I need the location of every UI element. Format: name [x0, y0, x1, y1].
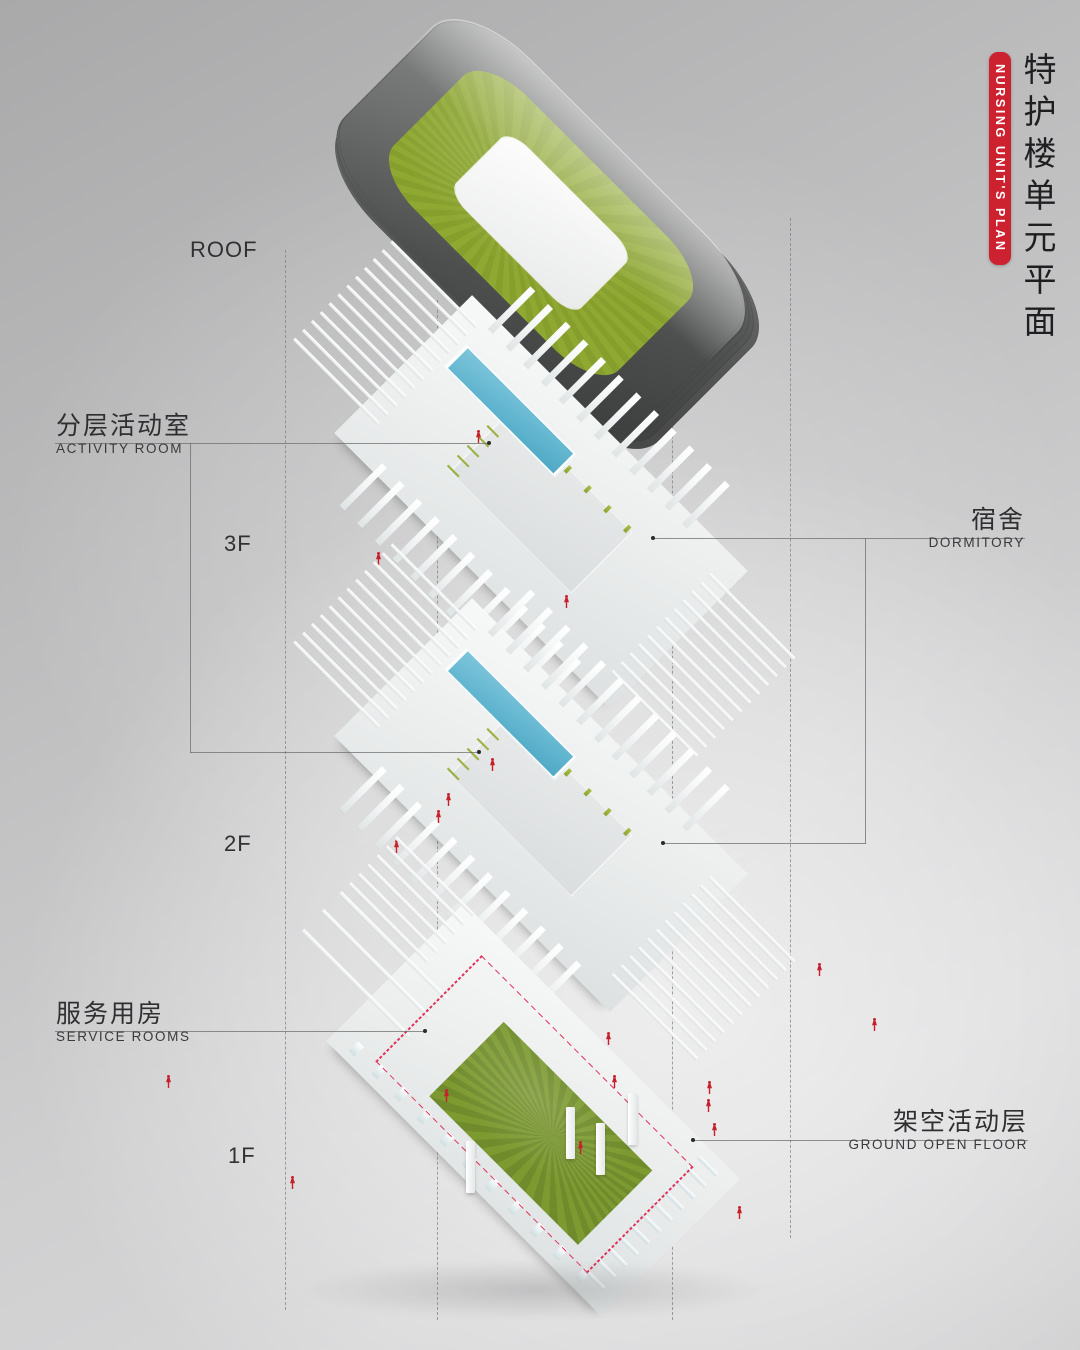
leader-dot-dormitory-2f: [661, 841, 665, 845]
annotation-dormitory: 宿舍 DORMITORY: [929, 506, 1025, 553]
annotation-ground-open-floor-cn: 架空活动层: [892, 1107, 1028, 1136]
figure: [476, 430, 481, 443]
annotation-dormitory-cn: 宿舍: [970, 505, 1025, 534]
annotation-activity-room-cn: 分层活动室: [56, 411, 192, 440]
column: [466, 1141, 475, 1193]
page-title: 特护楼单元平面: [1018, 52, 1057, 346]
floor-tag-roof: ROOF: [190, 237, 258, 262]
figure: [872, 1018, 877, 1031]
floor-tag-1f: 1F: [228, 1143, 256, 1168]
leader-dot-activity-2f: [477, 750, 481, 754]
alignment-guide-3: [672, 250, 673, 1320]
alignment-guide-1: [285, 250, 286, 1310]
figure: [446, 793, 451, 806]
annotation-activity-room-en: ACTIVITY ROOM: [56, 441, 184, 456]
annotation-service-rooms: 服务用房 SERVICE ROOMS: [56, 1000, 191, 1047]
figure: [166, 1075, 171, 1088]
leader-dot-ground: [691, 1138, 695, 1142]
leader-dot-activity-3f: [487, 441, 491, 445]
annotation-service-rooms-cn: 服务用房: [56, 999, 165, 1028]
figure: [606, 1032, 611, 1045]
annotation-service-rooms-en: SERVICE ROOMS: [56, 1029, 191, 1044]
leader-dormitory-2f: [664, 843, 866, 844]
leader-dot-dormitory-3f: [651, 536, 655, 540]
leader-dormitory-underline: [653, 538, 1025, 539]
title-badge-text: NURSING UNIT'S PLAN: [993, 64, 1007, 253]
figure: [436, 810, 441, 823]
figure: [490, 758, 495, 771]
annotation-dormitory-en: DORMITORY: [928, 535, 1025, 550]
figure: [290, 1176, 295, 1189]
figure: [712, 1123, 717, 1136]
annotation-ground-open-floor-en: GROUND OPEN FLOOR: [848, 1137, 1028, 1152]
alignment-guide-4: [790, 218, 791, 1238]
leader-ground-underline: [693, 1140, 1028, 1141]
column: [566, 1107, 575, 1159]
column: [596, 1123, 605, 1175]
column: [628, 1093, 637, 1145]
figure: [706, 1099, 711, 1112]
floor-tag-3f: 3F: [224, 531, 252, 556]
figure: [578, 1141, 583, 1154]
title-badge: NURSING UNIT'S PLAN: [988, 52, 1011, 265]
figure: [612, 1075, 617, 1088]
annotation-activity-room: 分层活动室 ACTIVITY ROOM: [56, 412, 191, 459]
figure: [444, 1089, 449, 1102]
leader-activity-2f: [190, 752, 480, 753]
level-3f: [268, 240, 813, 758]
title-block: NURSING UNIT'S PLAN 特护楼单元平面: [988, 52, 1057, 346]
figure: [707, 1081, 712, 1094]
leader-activity-underline: [55, 443, 490, 444]
floor-tag-2f: 2F: [224, 831, 252, 856]
level-1f: [260, 835, 805, 1322]
leader-activity-drop: [190, 443, 191, 753]
leader-dot-service: [423, 1029, 427, 1033]
figure: [817, 963, 822, 976]
figure: [564, 595, 569, 608]
level-2f: [268, 543, 813, 1061]
leader-service-underline: [55, 1031, 425, 1032]
figure: [737, 1206, 742, 1219]
leader-dormitory-drop: [865, 538, 866, 844]
ground-shadow: [300, 1260, 770, 1320]
annotation-ground-open-floor: 架空活动层 GROUND OPEN FLOOR: [849, 1108, 1028, 1155]
figure: [376, 552, 381, 565]
